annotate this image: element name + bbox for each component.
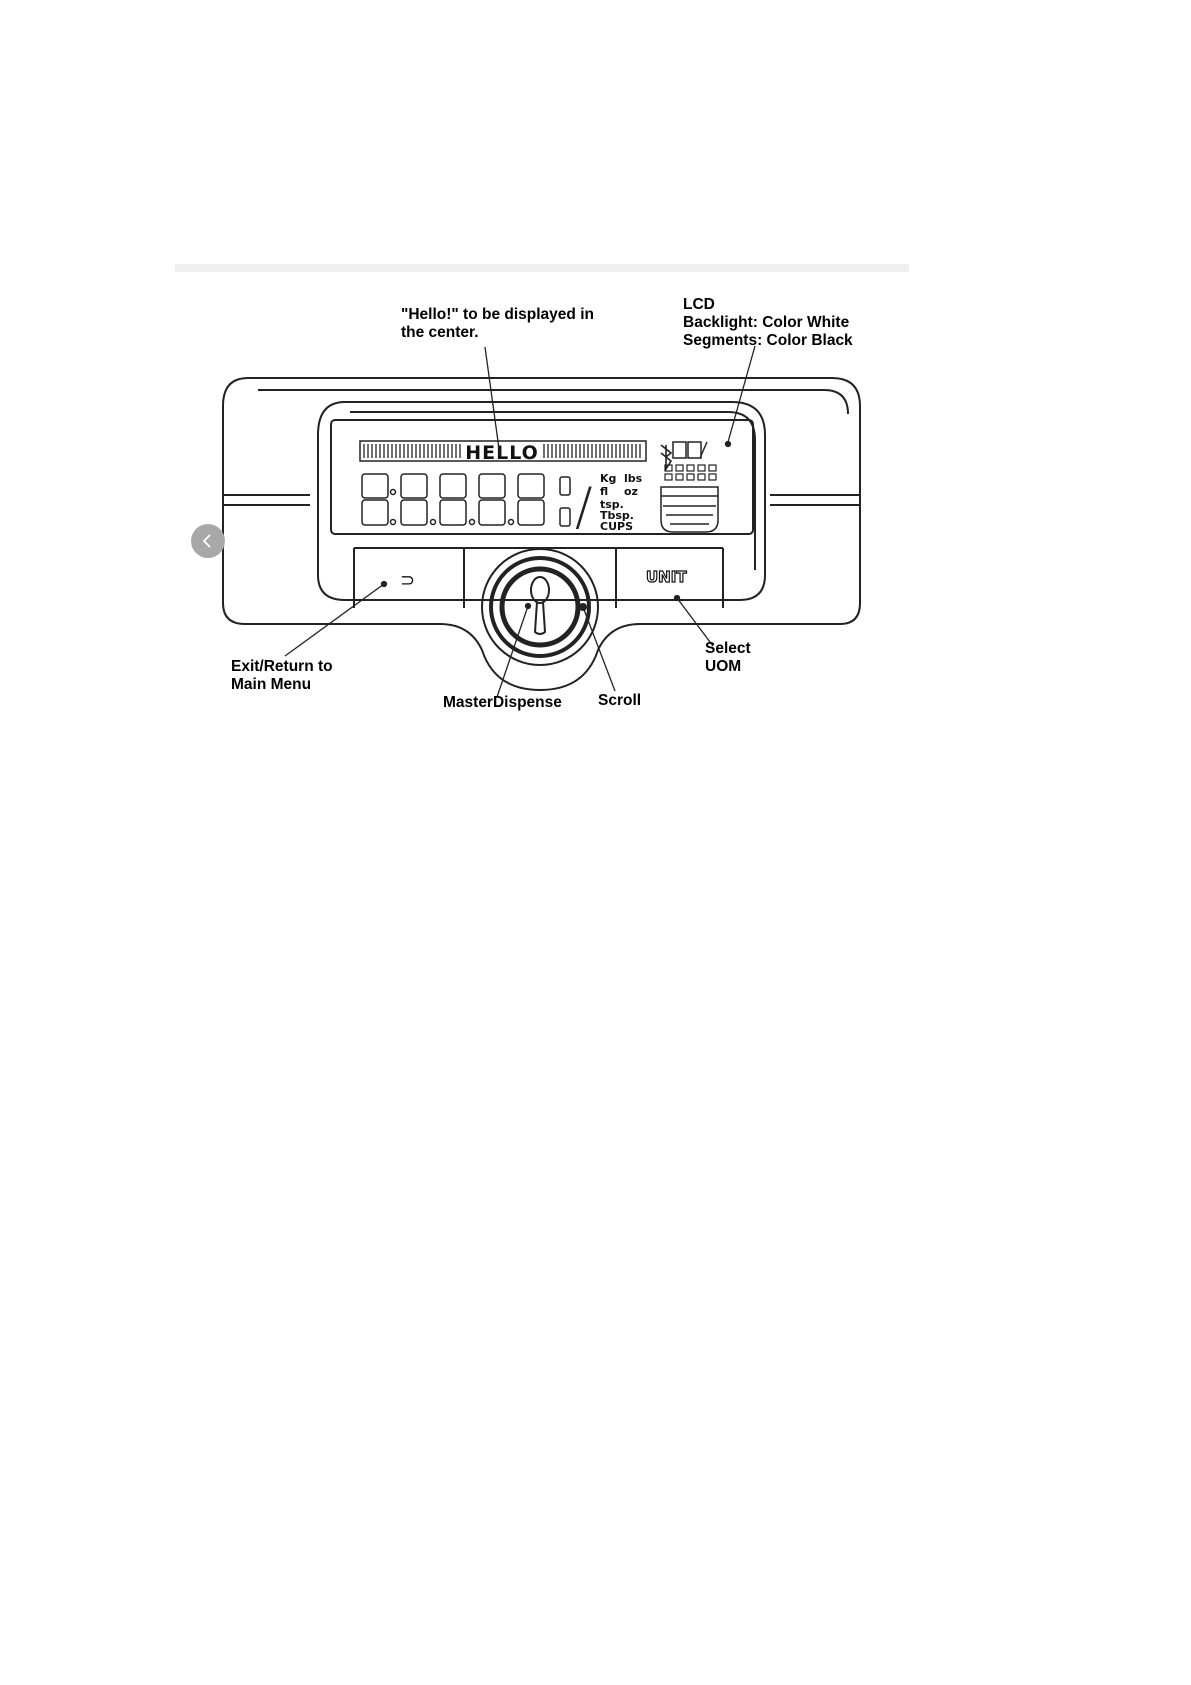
unit-kg: Kg — [600, 472, 616, 485]
seven-segment-display — [362, 474, 570, 526]
unit-labels: Kg lbs fl oz tsp. Tbsp. CUPS — [600, 472, 643, 533]
lcd-window — [331, 420, 753, 534]
unit-lbs: lbs — [624, 472, 643, 485]
leader-lines — [285, 346, 755, 697]
scroll-annotation: Scroll — [598, 692, 641, 710]
unit-fl: fl — [600, 485, 608, 498]
lcd-annotation-line3: Segments: Color Black — [683, 332, 853, 350]
small-segments — [665, 465, 716, 480]
lcd-marquee-text: HELLO — [465, 442, 539, 464]
level-gauge — [661, 487, 718, 532]
unit-button: UNIT — [646, 568, 687, 586]
digit-3 — [440, 474, 466, 525]
digit-5 — [518, 474, 544, 525]
exit-annotation-line2: Main Menu — [231, 676, 333, 694]
master-annotation: MasterDispense — [443, 694, 562, 712]
unit-cups: CUPS — [600, 520, 633, 533]
battery-icon — [673, 442, 707, 458]
lcd-annotation: LCD Backlight: Color White Segments: Col… — [683, 296, 853, 350]
lcd-marquee: HELLO — [360, 441, 646, 464]
return-icon: ⊃ — [400, 570, 415, 591]
lcd-annotation-line1: LCD — [683, 296, 853, 314]
exit-annotation: Exit/Return to Main Menu — [231, 658, 333, 694]
spoon-icon — [531, 577, 549, 634]
unit-oz: oz — [624, 485, 638, 498]
small-digits — [560, 477, 570, 526]
digit-1 — [362, 474, 388, 525]
digit-2 — [401, 474, 427, 525]
carousel-prev-icon — [191, 524, 225, 558]
select-annotation: Select UOM — [705, 640, 751, 676]
carousel-prev-button[interactable] — [191, 524, 225, 558]
select-annotation-line2: UOM — [705, 658, 751, 676]
hello-annotation: "Hello!" to be displayed in the center. — [401, 306, 594, 342]
lcd-annotation-line2: Backlight: Color White — [683, 314, 853, 332]
digit-4 — [479, 474, 505, 525]
hello-annotation-line1: "Hello!" to be displayed in — [401, 306, 594, 324]
hello-annotation-line2: the center. — [401, 324, 594, 342]
exit-annotation-line1: Exit/Return to — [231, 658, 333, 676]
select-annotation-line1: Select — [705, 640, 751, 658]
percent-sign: / — [575, 477, 593, 537]
